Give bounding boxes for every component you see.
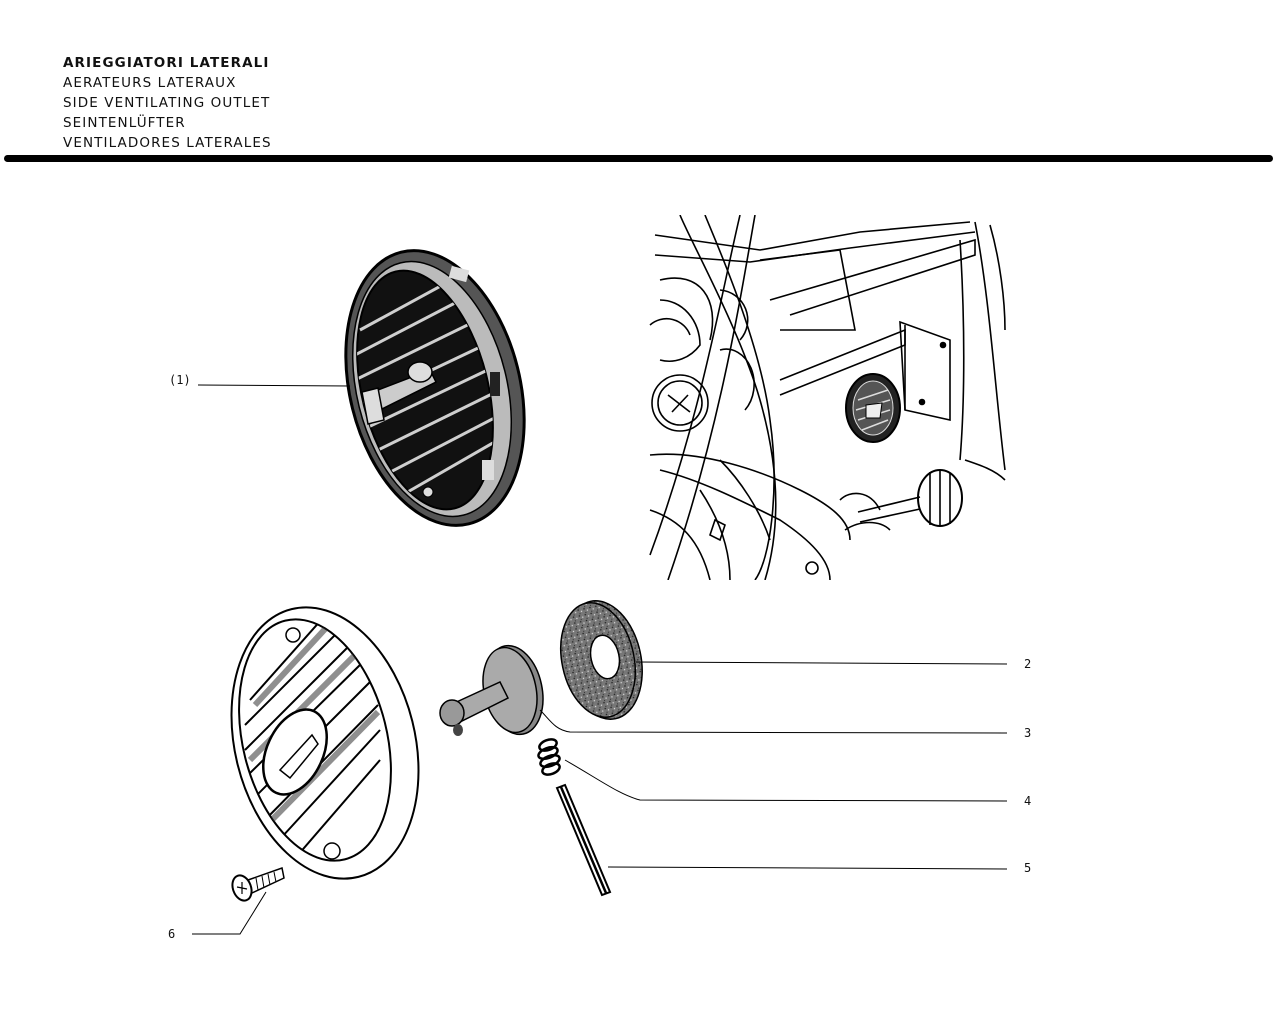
- dashboard-vent: [845, 373, 901, 443]
- gasket-part: [560, 600, 643, 720]
- title-french: AERATEURS LATERAUX: [63, 75, 237, 91]
- callout-gasket: 2: [1024, 657, 1032, 671]
- leader-spring: [564, 759, 1008, 802]
- header-rule: [4, 155, 1273, 162]
- callout-knob: 3: [1024, 726, 1032, 740]
- leader-screw: [192, 891, 267, 935]
- pin-part: [555, 783, 612, 897]
- leader-knob: [539, 709, 1008, 734]
- knob-part: [439, 644, 544, 736]
- callout-screw: 6: [168, 927, 176, 941]
- assembled-vent: [344, 249, 526, 527]
- title-english: SIDE VENTILATING OUTLET: [63, 95, 271, 111]
- title-spanish: VENTILADORES LATERALES: [63, 135, 272, 151]
- callout-assembly: (1): [169, 373, 191, 387]
- leader-gasket: [635, 661, 1008, 665]
- title-german: SEINTENLÜFTER: [63, 115, 186, 131]
- spring-part: [537, 738, 561, 776]
- title-block: ARIEGGIATORI LATERALI AERATEURS LATERAUX…: [63, 53, 272, 153]
- title-italian: ARIEGGIATORI LATERALI: [63, 55, 270, 71]
- callout-pin: 5: [1024, 861, 1032, 875]
- callout-spring: 4: [1024, 794, 1032, 808]
- leader-pin: [607, 866, 1008, 870]
- screw-part: [231, 867, 285, 902]
- exploded-vent-body: [230, 606, 420, 880]
- dashboard-illustration: [649, 215, 1006, 580]
- leader-assembly: [197, 384, 351, 387]
